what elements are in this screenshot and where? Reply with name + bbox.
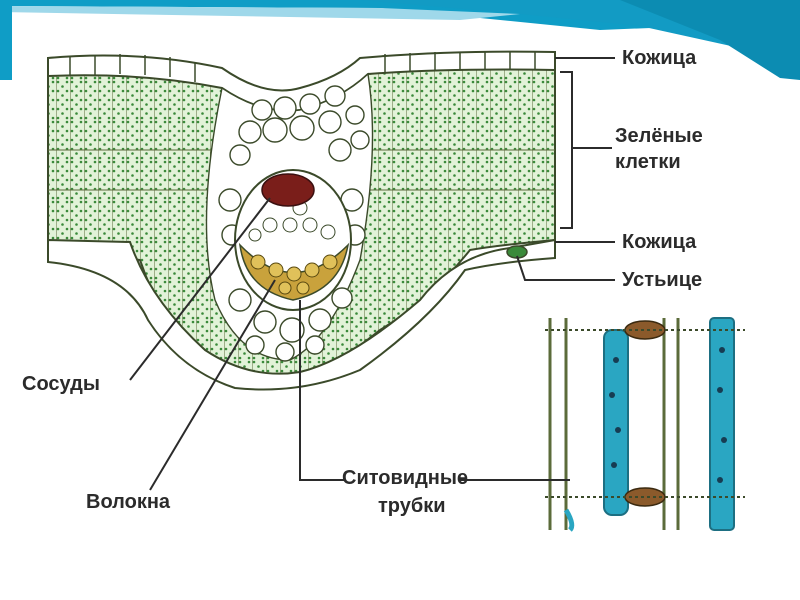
label-skin-top: Кожица [622, 47, 697, 69]
slide-header-banner [0, 0, 800, 80]
label-sieve-tubes-line2: трубки [378, 495, 446, 517]
label-fibers: Волокна [86, 491, 171, 513]
label-green-cells-line1: Зелёные [615, 125, 703, 147]
lower-epidermis [47, 238, 556, 391]
leader-stoma [516, 255, 615, 281]
label-stoma: Устьице [622, 269, 703, 291]
leader-fibers [149, 279, 276, 491]
label-green-cells-line2: клетки [615, 151, 681, 173]
leader-lines [129, 57, 615, 491]
sieve-tubes-inset [540, 317, 745, 533]
leader-green-cells-bracket [560, 71, 573, 229]
leader-sieve-tubes [299, 300, 345, 481]
label-skin-bottom: Кожица [622, 231, 697, 253]
label-sieve-tubes-line1: Ситовидные [342, 467, 469, 489]
upper-epidermis [47, 50, 556, 112]
leader-vessels [129, 197, 271, 381]
label-vessels: Сосуды [22, 373, 100, 395]
vascular-bundle [234, 169, 352, 311]
